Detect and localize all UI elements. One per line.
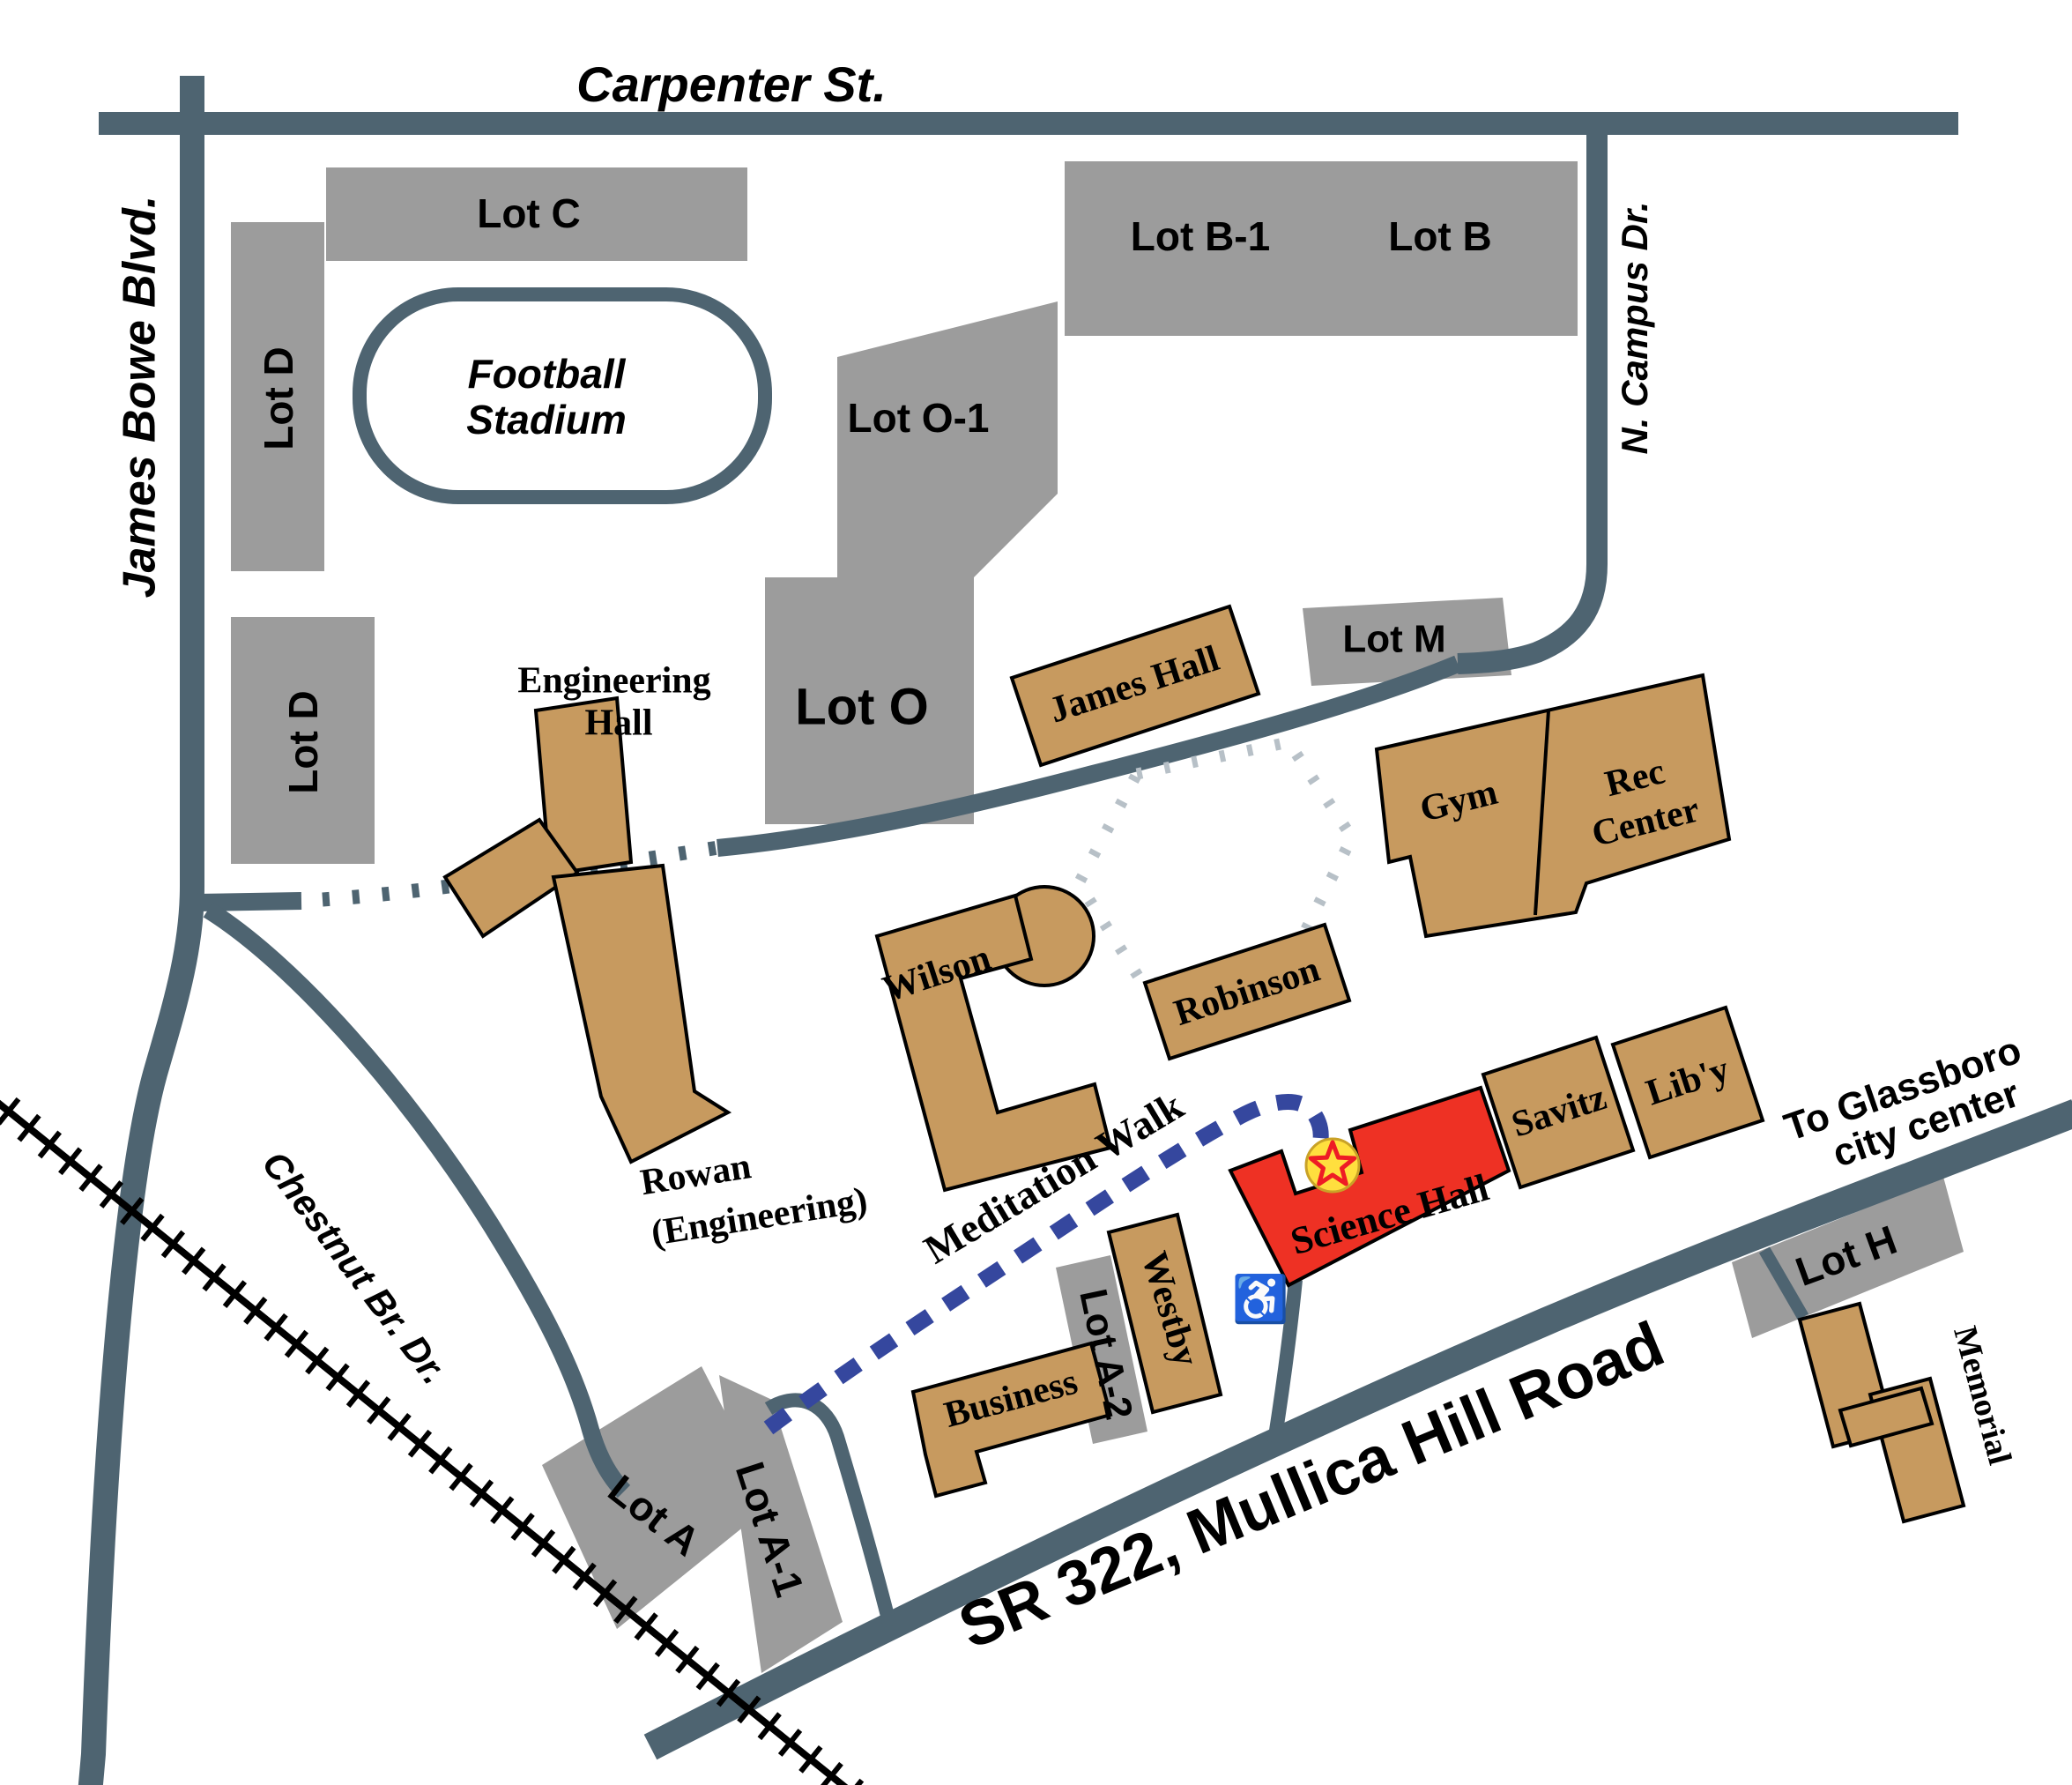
science-hall-star-icon — [1308, 1140, 1357, 1186]
road-chestnut-br-dr — [203, 902, 631, 1499]
meditation-walk-path — [763, 1094, 1329, 1435]
lot-a1-shape — [719, 1375, 843, 1673]
road-connector-science-hall — [1267, 1279, 1303, 1444]
label-lot-d-upper: Lot D — [256, 346, 301, 450]
engineering-hall-tower-shape — [533, 695, 634, 877]
railroad-rail — [0, 1099, 849, 1785]
lot-b-shape — [1065, 161, 1578, 336]
label-lot-d-lower: Lot D — [280, 690, 326, 794]
football-stadium-shape — [353, 287, 772, 504]
science-hall-shape — [1228, 1085, 1511, 1288]
gym-rec-divider — [1534, 710, 1550, 916]
business-shape — [910, 1341, 1113, 1499]
engineering-hall-lower-shape — [551, 863, 732, 1164]
gym-rec-center-shape — [1374, 673, 1732, 939]
road-campus-interior — [717, 655, 1461, 857]
wilson-shape — [874, 893, 1113, 1193]
road-connector-memorial — [1758, 1246, 1809, 1320]
lot-d-upper-shape — [231, 222, 324, 571]
lot-o-shape — [765, 577, 974, 824]
road-n-campus-dr — [1457, 132, 1608, 674]
label-football: Football — [468, 351, 627, 397]
road-james-bowe-stub — [197, 892, 302, 911]
markers: ♿ — [1232, 1137, 1361, 1326]
label-lot-m: Lot M — [1342, 618, 1445, 661]
label-engineering-line2: Hall — [584, 703, 652, 744]
label-stadium: Stadium — [466, 397, 626, 443]
label-lot-b: Lot B — [1388, 213, 1492, 259]
memorial-connector-shape — [1838, 1386, 1935, 1448]
lot-a2-shape — [1056, 1255, 1147, 1444]
lot-d-lower-shape — [231, 617, 375, 864]
label-lot-o: Lot O — [795, 678, 928, 735]
james-hall-shape — [1009, 604, 1261, 768]
label-lot-c: Lot C — [477, 190, 581, 236]
robinson-shape — [1142, 922, 1352, 1061]
wheelchair-accessible-icon: ♿ — [1232, 1273, 1289, 1326]
library-shape — [1610, 1005, 1765, 1160]
label-lot-b1: Lot B-1 — [1131, 213, 1270, 259]
buildings — [442, 604, 1966, 1524]
parking-lots — [231, 161, 1964, 1673]
label-engineering-line1: Engineering — [517, 661, 710, 702]
engineering-hall-wing-shape — [442, 817, 580, 939]
lot-o1-shape — [837, 301, 1058, 577]
label-lot-o1: Lot O-1 — [848, 395, 990, 441]
savitz-shape — [1481, 1035, 1636, 1190]
label-james-bowe-blvd: James Bowe Blvd. — [115, 196, 166, 599]
railroad-tracks — [0, 1083, 867, 1785]
road-james-bowe-blvd — [78, 76, 204, 1785]
label-n-campus-dr: N. Campus Dr. — [1614, 201, 1655, 454]
lot-c-shape — [326, 167, 747, 261]
label-carpenter-st: Carpenter St. — [576, 56, 887, 112]
westby-shape — [1106, 1212, 1223, 1415]
road-connector-lot-a — [764, 1393, 897, 1628]
